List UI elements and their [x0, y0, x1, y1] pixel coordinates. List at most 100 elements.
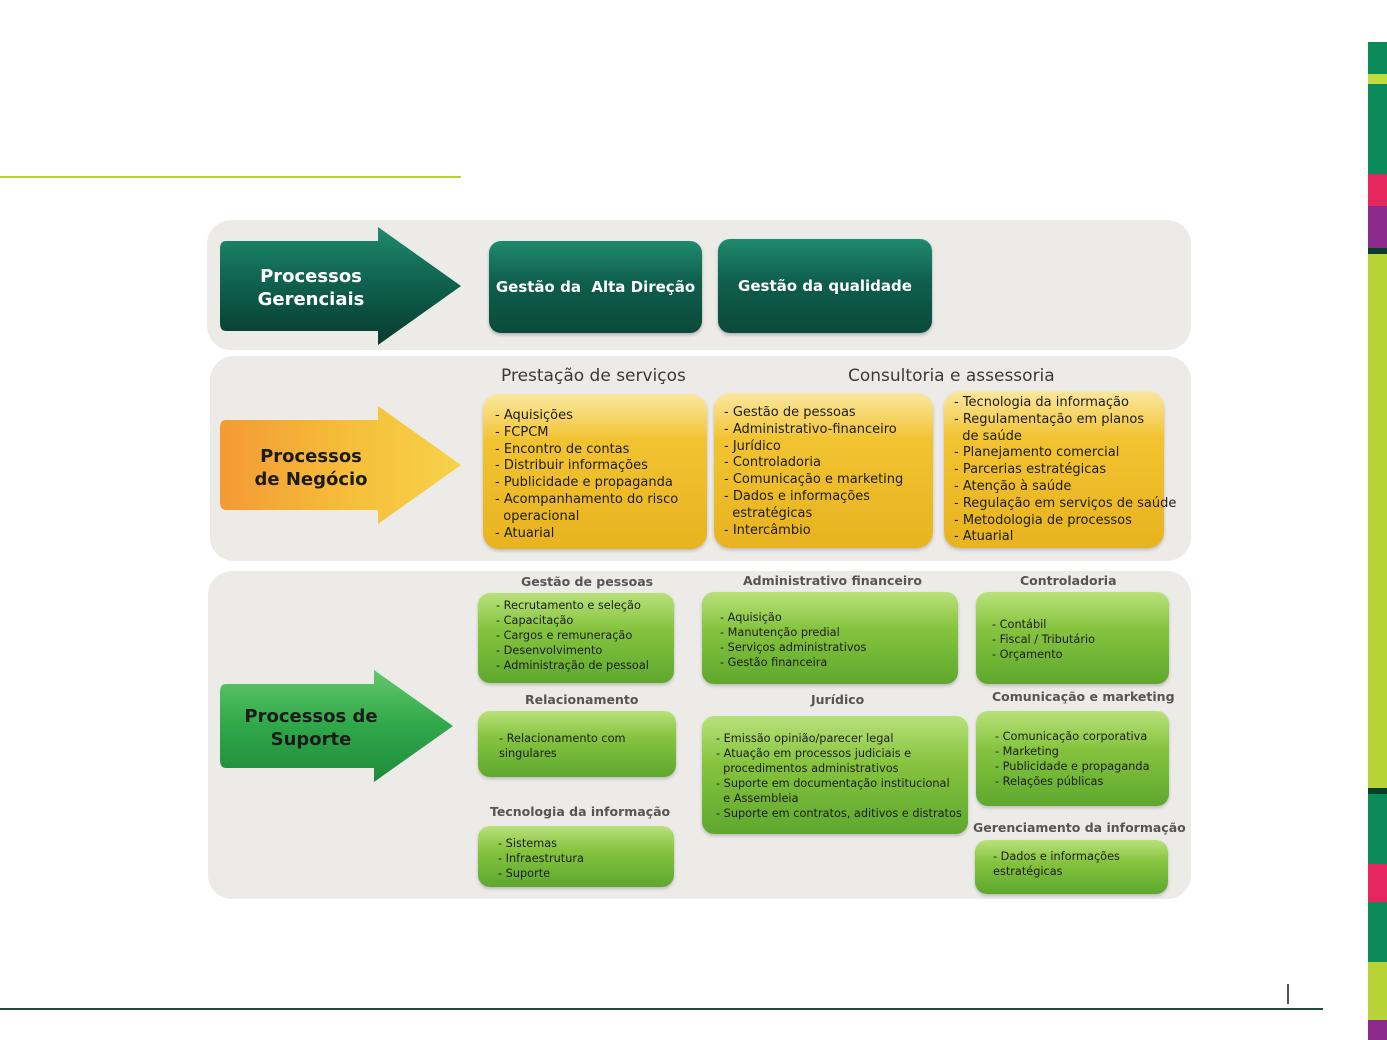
- list-item: - Gestão financeira: [720, 656, 828, 669]
- heading-gerenciamento-informacao: Gerenciamento da informação: [973, 820, 1186, 835]
- list-item: - Encontro de contas: [495, 441, 630, 457]
- list-item: - Distribuir informações: [495, 458, 648, 474]
- box-gerenciamento-informacao: - Dados e informações estratégicas: [975, 840, 1168, 894]
- box-consultoria-1: - Gestão de pessoas- Administrativo-fina…: [714, 393, 933, 548]
- list-item: operacional: [495, 508, 580, 524]
- list-item: - Comunicação corporativa: [995, 730, 1148, 743]
- list-item: - Atuação em processos judiciais e: [716, 747, 912, 760]
- list-item: - Jurídico: [724, 438, 781, 454]
- list-item: - Relações públicas: [995, 775, 1104, 788]
- list-comunicacao-items: - Comunicação corporativa - Marketing - Pu…: [995, 729, 1150, 789]
- list-item: - Sistemas: [498, 837, 558, 850]
- list-item: - Aquisição: [720, 611, 782, 624]
- list-item: - Planejamento comercial: [954, 445, 1120, 461]
- list-gestao-pessoas-items: - Recrutamento e seleção - Capacitação - C…: [496, 598, 649, 673]
- box-gestao-qualidade-label: Gestão da qualidade: [738, 277, 912, 295]
- box-prestacao-servicos: - Aquisições- FCPCM- Encontro de contas-…: [483, 394, 707, 549]
- list-gerenciamento-items: - Dados e informações estratégicas: [993, 849, 1120, 879]
- list-item: - Parcerias estratégicas: [954, 462, 1107, 478]
- list-item: estratégicas: [724, 505, 813, 521]
- box-consultoria-2: - Tecnologia da informação- Regulamentaç…: [944, 391, 1176, 548]
- list-item: - Gestão de pessoas: [724, 405, 856, 420]
- list-consultoria-1-items: - Gestão de pessoas- Administrativo-fina…: [724, 405, 903, 539]
- list-item: - Administração de pessoal: [496, 659, 649, 672]
- list-item: - Fiscal / Tributário: [992, 633, 1096, 646]
- box-relacionamento: - Relacionamento com singulares: [478, 711, 676, 777]
- list-item: e Assembleia: [716, 792, 799, 805]
- list-item: - Publicidade e propaganda: [995, 760, 1150, 773]
- list-item: - Controladoria: [724, 455, 821, 471]
- list-item: - Recrutamento e seleção: [496, 599, 641, 612]
- list-item: - Aquisições: [495, 408, 573, 423]
- list-item: estratégicas: [993, 865, 1063, 878]
- list-item: - Regulamentação em planos: [954, 411, 1145, 427]
- list-item: - Cargos e remuneração: [496, 629, 633, 642]
- list-item: - Publicidade e propaganda: [495, 475, 673, 491]
- heading-administrativo-financeiro: Administrativo financeiro: [743, 573, 922, 588]
- list-item: - Serviços administrativos: [720, 641, 867, 654]
- arrow-suporte: Processos de Suporte: [220, 670, 455, 782]
- box-administrativo-financeiro: - Aquisição - Manutenção predial - Serviço…: [702, 592, 958, 684]
- heading-relacionamento: Relacionamento: [525, 692, 639, 707]
- list-item: - Regulação em serviços de saúde: [954, 495, 1177, 511]
- list-item: - Dados e informações: [724, 488, 871, 504]
- list-item: - Suporte em documentação institucional: [716, 777, 950, 790]
- box-gestao-alta-direcao-label: Gestão da Alta Direção: [495, 278, 696, 296]
- list-item: - Atenção à saúde: [954, 478, 1072, 494]
- list-item: - Marketing: [995, 745, 1059, 758]
- arrow-negocio-label: Processos de Negócio: [254, 446, 368, 490]
- list-item: - Desenvolvimento: [496, 644, 603, 657]
- heading-juridico: Jurídico: [811, 692, 865, 707]
- arrow-suporte-label: Processos de Suporte: [244, 706, 378, 750]
- heading-gestao-pessoas: Gestão de pessoas: [521, 574, 654, 589]
- top-accent-line: [0, 176, 461, 178]
- list-item: - Suporte em contratos, aditivos e distr…: [716, 807, 962, 820]
- list-item: - Tecnologia da informação: [954, 395, 1129, 410]
- list-item: de saúde: [954, 428, 1022, 444]
- list-item: - Emissão opinião/parecer legal: [716, 732, 894, 745]
- page-number-marker: [1287, 984, 1289, 1004]
- list-item: - Atuarial: [495, 525, 555, 541]
- heading-tecnologia-informacao: Tecnologia da informação: [490, 804, 671, 819]
- arrow-gerenciais: Processos Gerenciais: [220, 227, 463, 345]
- list-item: - Intercâmbio: [724, 522, 811, 538]
- list-item: - Orçamento: [992, 648, 1063, 661]
- list-item: - Contábil: [992, 618, 1047, 631]
- heading-prestacao-servicos: Prestação de serviços: [501, 366, 686, 386]
- box-comunicacao-marketing: - Comunicação corporativa - Marketing - Pu…: [976, 711, 1169, 806]
- box-controladoria: - Contábil - Fiscal / Tributário - Orçamen…: [976, 592, 1169, 684]
- list-controladoria-items: - Contábil - Fiscal / Tributário - Orçamen…: [992, 617, 1095, 662]
- list-item: - Capacitação: [496, 614, 574, 627]
- list-prestacao-items: - Aquisições- FCPCM- Encontro de contas-…: [495, 408, 678, 542]
- box-gestao-alta-direcao: Gestão da Alta Direção: [489, 241, 702, 333]
- list-item: - Manutenção predial: [720, 626, 840, 639]
- list-item: - Administrativo-financeiro: [724, 421, 897, 437]
- list-item: - Relacionamento com: [499, 732, 626, 745]
- heading-comunicacao-marketing: Comunicação e marketing: [992, 689, 1175, 704]
- list-relacionamento-items: - Relacionamento com singulares: [499, 731, 626, 761]
- heading-controladoria: Controladoria: [1020, 573, 1117, 588]
- box-juridico: - Emissão opinião/parecer legal - Atuação…: [702, 716, 968, 834]
- box-gestao-pessoas: - Recrutamento e seleção - Capacitação - C…: [478, 593, 674, 683]
- box-gestao-qualidade: Gestão da qualidade: [718, 239, 932, 333]
- list-item: - Infraestrutura: [498, 852, 584, 865]
- list-item: - FCPCM: [495, 424, 549, 440]
- arrow-negocio: Processos de Negócio: [220, 406, 463, 524]
- list-tecnologia-items: - Sistemas - Infraestrutura - Suporte: [498, 836, 584, 881]
- list-item: procedimentos administrativos: [716, 762, 899, 775]
- list-administrativo-items: - Aquisição - Manutenção predial - Serviço…: [720, 610, 866, 670]
- box-tecnologia-informacao: - Sistemas - Infraestrutura - Suporte: [478, 826, 674, 887]
- list-item: - Suporte: [498, 867, 551, 880]
- list-item: - Atuarial: [954, 529, 1014, 545]
- list-item: singulares: [499, 747, 557, 760]
- list-item: - Comunicação e marketing: [724, 472, 904, 488]
- footer-line: [0, 1008, 1323, 1010]
- heading-consultoria-assessoria: Consultoria e assessoria: [848, 366, 1055, 386]
- list-juridico-items: - Emissão opinião/parecer legal - Atuação…: [716, 731, 962, 821]
- color-sidebar: [1368, 0, 1387, 1040]
- list-consultoria-2-items: - Tecnologia da informação- Regulamentaç…: [954, 395, 1176, 546]
- list-item: - Acompanhamento do risco: [495, 491, 679, 507]
- list-item: - Metodologia de processos: [954, 512, 1132, 528]
- list-item: - Dados e informações: [993, 850, 1120, 863]
- arrow-gerenciais-label: Processos Gerenciais: [257, 266, 365, 310]
